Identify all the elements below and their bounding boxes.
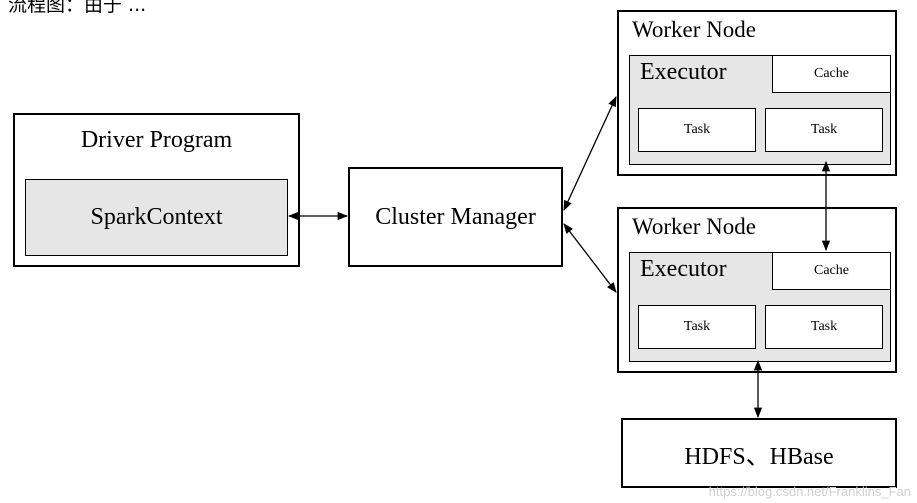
executor-2-box: Executor Cache Task Task: [629, 252, 891, 362]
executor-1-label: Executor: [640, 59, 727, 85]
task-2b-box: Task: [765, 305, 883, 349]
hdfs-hbase-label: HDFS、HBase: [684, 443, 834, 470]
task-1b-box: Task: [765, 108, 883, 152]
task-2a-box: Task: [638, 305, 756, 349]
worker-node-1-title: Worker Node: [632, 17, 756, 42]
cache-1-label: Cache: [814, 66, 849, 81]
arrow-cluster-worker2: [563, 223, 617, 293]
task-1a-label: Task: [683, 122, 711, 137]
spark-context-label: SparkContext: [90, 204, 223, 230]
cluster-manager-label: Cluster Manager: [375, 203, 536, 230]
watermark-text: https://blog.csdn.net/Franklins_Fan: [708, 484, 911, 499]
figure-caption: 流程图：由于 ...: [8, 0, 147, 16]
spark-context-box: SparkContext: [25, 179, 288, 256]
cache-2-label: Cache: [814, 263, 849, 278]
task-2b-label: Task: [810, 319, 838, 334]
task-2a-label: Task: [683, 319, 711, 334]
hdfs-hbase-box: HDFS、HBase: [621, 418, 897, 488]
cluster-manager-box: Cluster Manager: [348, 167, 563, 267]
cache-1-box: Cache: [772, 55, 891, 93]
executor-1-box: Executor Cache Task Task: [629, 55, 891, 165]
task-1a-box: Task: [638, 108, 756, 152]
executor-2-label: Executor: [640, 256, 727, 282]
worker-node-1: Worker Node Executor Cache Task Task: [617, 10, 897, 176]
cache-2-box: Cache: [772, 252, 891, 290]
task-1b-label: Task: [810, 122, 838, 137]
worker-node-2-title: Worker Node: [632, 214, 756, 239]
driver-program-title: Driver Program: [80, 127, 233, 153]
driver-program-box: Driver Program SparkContext: [13, 113, 300, 267]
arrow-cluster-worker1: [563, 96, 617, 211]
